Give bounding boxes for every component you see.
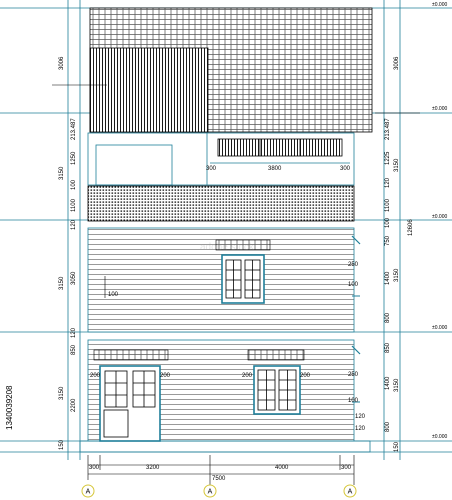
level-label-1: ±0.000 xyxy=(432,2,447,8)
right-dimensions: 3006 213.487 1225 3150 120 1100 100 750 … xyxy=(385,56,414,452)
bottom-dim-3: 7500 xyxy=(212,476,226,482)
front-door xyxy=(99,365,161,442)
brick-band xyxy=(87,185,355,222)
right-dim-6: 1100 xyxy=(385,198,391,212)
floor-dim-4: 250 xyxy=(348,262,359,268)
left-dim-11: 850 xyxy=(71,344,77,355)
window-ground-awning xyxy=(247,349,305,361)
stock-id: 1340039208 xyxy=(5,385,14,430)
level-label-2: ±0.000 xyxy=(432,106,447,112)
grid-bubbles: A A A xyxy=(81,484,357,498)
right-dim-3: 1225 xyxy=(385,151,391,165)
bottom-dimension-labels: 300 3200 7500 4000 300 xyxy=(89,465,352,482)
upper-wall xyxy=(87,132,355,186)
left-dim-4: 3150 xyxy=(59,166,65,180)
grid-bubble-2 xyxy=(203,484,217,498)
floor-dim-13: 200 xyxy=(242,373,253,379)
floor-dim-1: 300 xyxy=(206,166,217,172)
left-dim-8: 3150 xyxy=(59,276,65,290)
upper-window xyxy=(217,138,343,157)
right-dim-8: 750 xyxy=(385,235,391,246)
right-dim-13: 850 xyxy=(385,342,391,353)
floor-dim-12: 200 xyxy=(160,373,171,379)
left-dim-7: 120 xyxy=(71,219,77,230)
watermark: adobe stock xyxy=(200,242,255,253)
floor-dim-5: 100 xyxy=(348,282,359,288)
right-dim-9: 12606 xyxy=(408,219,414,236)
left-dim-3: 1250 xyxy=(71,151,77,165)
roof xyxy=(52,7,420,133)
grid-bubble-1 xyxy=(81,484,95,498)
door-awning xyxy=(93,349,169,361)
grid-bubble-label-1: A xyxy=(86,489,91,496)
right-dim-15: 3150 xyxy=(394,378,400,392)
grid-bubble-label-3: A xyxy=(348,489,353,496)
floor-dim-10: 120 xyxy=(355,426,366,432)
right-dim-17: 150 xyxy=(394,441,400,452)
right-dim-1: 3006 xyxy=(394,56,400,70)
roof-vent-panel xyxy=(89,47,209,133)
right-dim-12: 800 xyxy=(385,312,391,323)
window-upper-awning xyxy=(215,239,271,251)
floor-dim-8: 100 xyxy=(108,292,119,298)
floor-dim-6: 250 xyxy=(348,372,359,378)
floor-dim-7: 100 xyxy=(348,398,359,404)
right-dim-14: 1400 xyxy=(385,376,391,390)
left-dim-13: 2200 xyxy=(71,398,77,412)
floor-dim-2: 3800 xyxy=(268,166,282,172)
level-markers: ±0.000 ±0.000 ±0.000 ±0.000 ±0.000 xyxy=(432,2,447,440)
left-dim-6: 1100 xyxy=(71,198,77,212)
level-label-4: ±0.000 xyxy=(432,325,447,331)
level-label-5: ±0.000 xyxy=(432,434,447,440)
right-dim-7: 100 xyxy=(385,217,391,228)
left-dim-14: 150 xyxy=(59,439,65,450)
bottom-dimensions xyxy=(87,455,355,485)
left-dim-12: 3150 xyxy=(59,386,65,400)
left-dim-10: 120 xyxy=(71,327,77,338)
grid-bubble-label-2: A xyxy=(208,489,213,496)
bottom-dim-4: 4000 xyxy=(275,465,289,471)
floor-dim-11: 200 xyxy=(90,373,101,379)
bottom-dim-2: 3200 xyxy=(146,465,160,471)
left-dim-2: 213.487 xyxy=(71,118,77,140)
floor-dimensions: 300 3800 300 250 100 250 100 100 120 120… xyxy=(90,166,366,432)
grid-bubble-3 xyxy=(343,484,357,498)
right-dim-16: 800 xyxy=(385,421,391,432)
right-dim-11: 3150 xyxy=(394,268,400,282)
left-dim-9: 3050 xyxy=(71,271,77,285)
ground-floor xyxy=(79,339,371,453)
right-dim-5: 120 xyxy=(385,177,391,188)
right-dim-2: 213.487 xyxy=(385,118,391,140)
left-dim-5: 100 xyxy=(71,179,77,190)
bottom-dim-5: 300 xyxy=(341,465,352,471)
level-label-3: ±0.000 xyxy=(432,214,447,220)
floor-dim-9: 120 xyxy=(355,414,366,420)
right-dim-10: 1400 xyxy=(385,271,391,285)
left-dim-1: 3006 xyxy=(59,56,65,70)
floor-dim-14: 200 xyxy=(300,373,311,379)
left-dimensions: 3006 213.487 1250 3150 100 1100 120 3150… xyxy=(59,56,77,450)
right-dim-4: 3150 xyxy=(394,158,400,172)
bottom-dim-1: 300 xyxy=(89,465,100,471)
second-floor xyxy=(87,227,361,333)
window-upper xyxy=(221,254,265,304)
floor-dim-3: 300 xyxy=(340,166,351,172)
